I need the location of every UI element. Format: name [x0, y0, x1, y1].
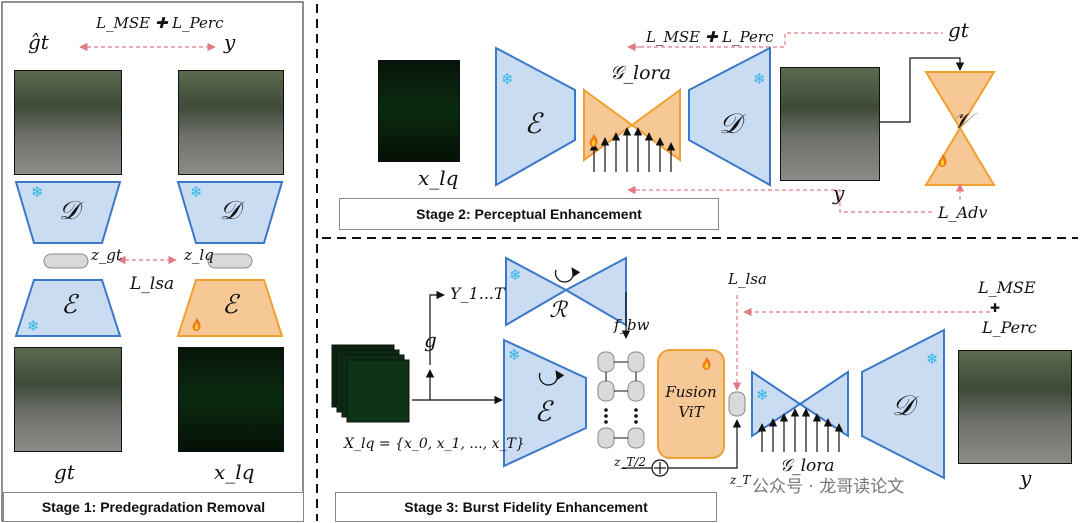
stage2-encoder: [495, 46, 576, 187]
snowflake-icon: ❄: [501, 70, 514, 88]
snowflake-icon: ❄: [190, 183, 203, 201]
stage3-glora-right: [798, 370, 849, 438]
stage3-plus-sign: ✚: [990, 301, 1001, 315]
stage2-loss-top-label: L_MSE ✚ L_Perc: [646, 28, 774, 46]
stage3-token-column: [597, 351, 645, 449]
stage1-y-label: y: [224, 30, 236, 54]
stage1-zgt-label: z_gt: [91, 246, 123, 264]
stage3-recur-left: [505, 256, 569, 327]
stage3-recur-loop-icon: [554, 267, 581, 283]
stage1-decoder-right-symbol: 𝒟: [219, 196, 241, 226]
snowflake-icon: ❄: [926, 350, 939, 368]
stage2-caption: Stage 2: Perceptual Enhancement: [339, 198, 719, 230]
stage2-decoder-symbol: 𝒟: [718, 107, 742, 140]
stage2-adv-line: [640, 189, 932, 213]
stage3-lsa-label: L_lsa: [728, 270, 767, 288]
snowflake-icon: ❄: [27, 317, 40, 335]
flame-icon: [589, 134, 598, 147]
stage3-perc-label: L_Perc: [982, 318, 1037, 337]
stage3-output-token: [728, 391, 746, 417]
stage2-glora-left: [583, 88, 634, 162]
stage3-recur-right: [563, 256, 627, 327]
stage3-g-label: g: [424, 328, 437, 352]
stage1-gt-label: gt: [54, 460, 75, 484]
stage3-y-photo: [958, 350, 1072, 464]
stage1-top-loss-label: L_MSE ✚ L_Perc: [96, 14, 224, 32]
stage3-glora-label: 𝒢_lora: [780, 456, 835, 476]
stage2-loss-line: [640, 32, 943, 48]
stage1-latent-gt: [43, 253, 89, 269]
stage3-glora-left: [751, 370, 802, 438]
stage1-gt-photo: [14, 347, 122, 452]
stage2-glora-right: [630, 88, 681, 162]
stage3-xlq-label: X_lq = {x_0, x_1, ..., x_T}: [344, 436, 525, 452]
stage1-gt-hat-label: ĝt: [28, 30, 49, 54]
stage1-zlq-label: z_lq: [184, 246, 214, 264]
stage3-yseq-label: Y_1...T: [450, 284, 505, 303]
stage3-decoder-symbol: 𝒟: [891, 389, 915, 422]
stage3-encoder-symbol: ℰ: [534, 395, 552, 428]
stage3-burst-frames: [331, 344, 410, 423]
stage2-encoder-symbol: ℰ: [524, 107, 542, 140]
stage3-zhalf-label: z_T/2: [614, 455, 647, 469]
snowflake-icon: ❄: [31, 183, 44, 201]
watermark: 公众号 · 龙哥读论文: [752, 477, 905, 497]
flame-icon: [702, 357, 711, 370]
stage2-y-label: y: [833, 181, 845, 205]
stage1-gt-hat-photo: [14, 70, 122, 175]
snowflake-icon: ❄: [509, 266, 522, 284]
stage2-discriminator-top: [924, 71, 996, 130]
stage1-encoder-left: [14, 279, 122, 337]
stage1-encoder-left-symbol: ℰ: [61, 290, 77, 320]
stage2-xlq-photo: [378, 60, 460, 162]
stage1-encoder-right-symbol: ℰ: [222, 290, 238, 320]
stage1-y-photo: [178, 70, 284, 175]
stage2-gt-label: gt: [948, 18, 969, 42]
stage2-glora-label: 𝒢_lora: [610, 62, 671, 84]
stage2-discriminator-symbol: 𝒱: [952, 109, 972, 134]
stage2-y-photo: [780, 67, 880, 181]
stage3-fusion-label: Fusion: [665, 383, 717, 401]
stage3-encoder-loop-icon: [538, 370, 565, 386]
stage3-fbw-label: f_bw: [614, 316, 650, 334]
stage2-xlq-label: x_lq: [418, 166, 459, 190]
flame-icon: [938, 154, 947, 167]
stage2-decoder: [688, 46, 771, 187]
snowflake-icon: ❄: [508, 346, 521, 364]
stage2-to-discriminator-arrow: [878, 57, 965, 123]
stage1-xlq-photo: [178, 347, 284, 452]
flame-icon: [192, 318, 201, 331]
stage3-y-label: y: [1020, 466, 1032, 490]
stage1-latent-lq: [207, 253, 253, 269]
stage1-decoder-right: [176, 181, 284, 244]
stage3-recur-symbol: ℛ: [549, 298, 567, 323]
stage1-lsa-label: L_lsa: [130, 274, 175, 294]
stage1-caption: Stage 1: Predegradation Removal: [3, 492, 304, 522]
snowflake-icon: ❄: [756, 386, 769, 404]
stage1-encoder-right: [176, 279, 284, 337]
stage3-fusion-vit-block: [657, 349, 725, 459]
stage3-mse-label: L_MSE: [978, 278, 1036, 297]
stage3-caption: Stage 3: Burst Fidelity Enhancement: [335, 492, 717, 522]
stage1-decoder-left: [14, 181, 122, 244]
stage3-zT-label: z_T: [730, 473, 751, 487]
stage3-decoder: [861, 328, 945, 480]
stage1-decoder-left-symbol: 𝒟: [58, 196, 80, 226]
stage3-vit-label: ViT: [678, 403, 704, 421]
snowflake-icon: ❄: [753, 70, 766, 88]
stage2-discriminator-bottom: [924, 126, 996, 186]
stage3-g-to-y-arrow: [429, 290, 445, 365]
stage1-xlq-label: x_lq: [214, 460, 255, 484]
stage3-encoder: [503, 338, 587, 468]
stage2-adv-label: L_Adv: [938, 203, 988, 222]
